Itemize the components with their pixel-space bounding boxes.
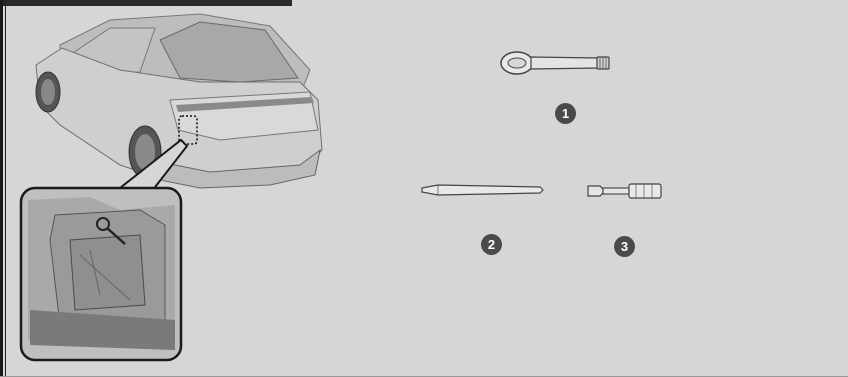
callout-2: 2 [481, 234, 502, 255]
towing-eye-icon [501, 52, 609, 74]
callout-1: 1 [555, 103, 576, 124]
car-rear-view-illustration [36, 14, 322, 188]
callout-3: 3 [614, 236, 635, 257]
inset-detail-illustration [21, 188, 181, 360]
screwdriver-handle-icon [588, 184, 661, 198]
flat-tool-icon [422, 185, 543, 195]
